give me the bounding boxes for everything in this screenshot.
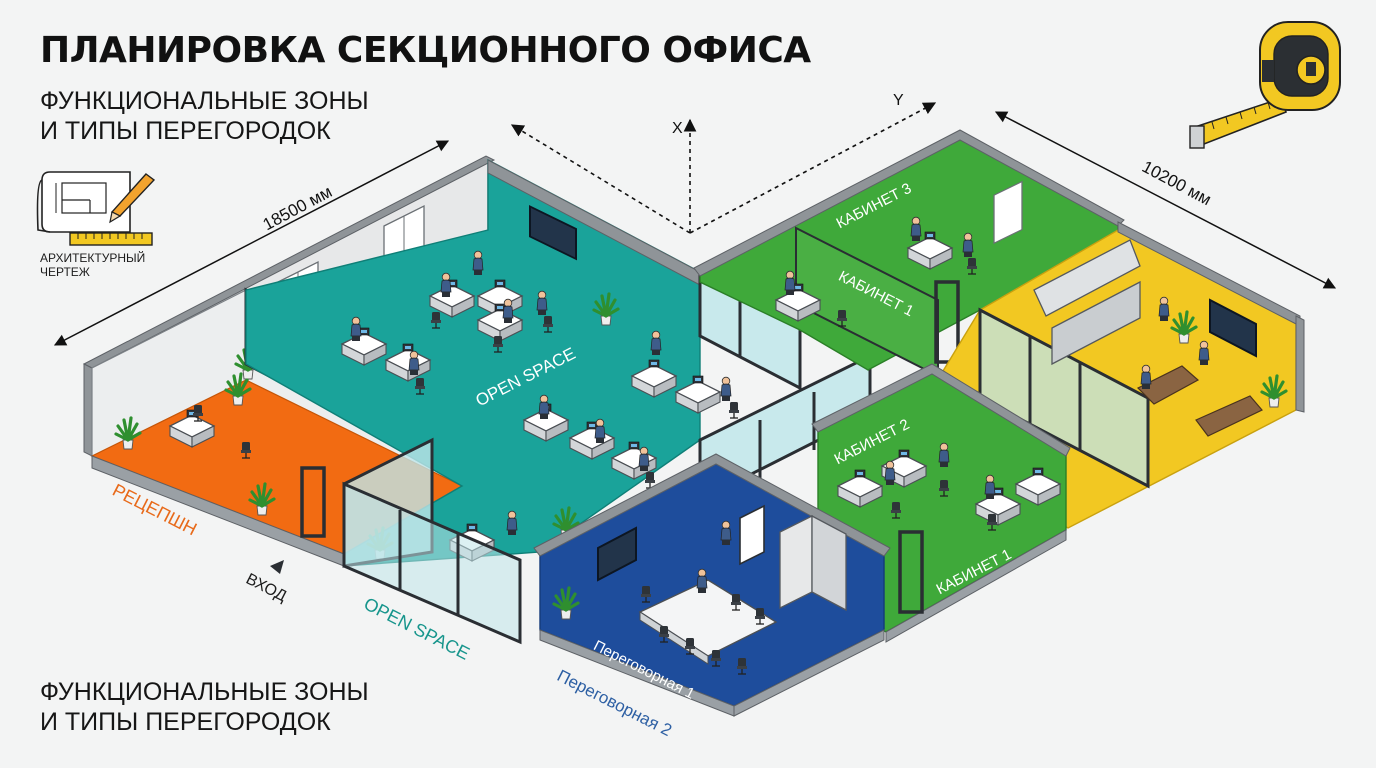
architectural-drawing-icon (36, 171, 156, 246)
tape-measure-icon (1189, 21, 1341, 149)
open-space-zone: OPEN SPACE (245, 158, 740, 567)
subtitle-line-2: И ТИПЫ ПЕРЕГОРОДОК (40, 117, 331, 145)
footer-caption: ФУНКЦИОНАЛЬНЫЕ ЗОНЫ И ТИПЫ ПЕРЕГОРОДОК (40, 677, 369, 737)
page-subtitle: ФУНКЦИОНАЛЬНЫЕ ЗОНЫ И ТИПЫ ПЕРЕГОРОДОК (40, 86, 369, 146)
glass-partition-front (342, 437, 522, 645)
page-title: ПЛАНИРОВКА СЕКЦИОННОГО ОФИСА (40, 30, 811, 71)
subtitle-line-1: ФУНКЦИОНАЛЬНЫЕ ЗОНЫ (40, 87, 369, 115)
meeting-room-zone: Переговорная 1 (533, 453, 891, 717)
footer-line-1: ФУНКЦИОНАЛЬНЫЕ ЗОНЫ (40, 678, 369, 706)
dimension-width-label: 10200 мм (1139, 157, 1214, 209)
kitchen-lounge-zone (939, 221, 1305, 529)
footer-line-2: И ТИПЫ ПЕРЕГОРОДОК (40, 708, 331, 736)
axis-x-label: X (672, 120, 683, 137)
axis-y-label: Y (893, 92, 904, 109)
dimension-length-label: 18500 мм (260, 182, 335, 234)
entrance-label: ВХОД (243, 571, 289, 606)
cabinets-zone: КАБИНЕТ 3 КАБИНЕТ 1 (693, 129, 1125, 378)
entrance-marker: ВХОД (243, 560, 289, 605)
axes-indicator: X Y (510, 92, 937, 234)
